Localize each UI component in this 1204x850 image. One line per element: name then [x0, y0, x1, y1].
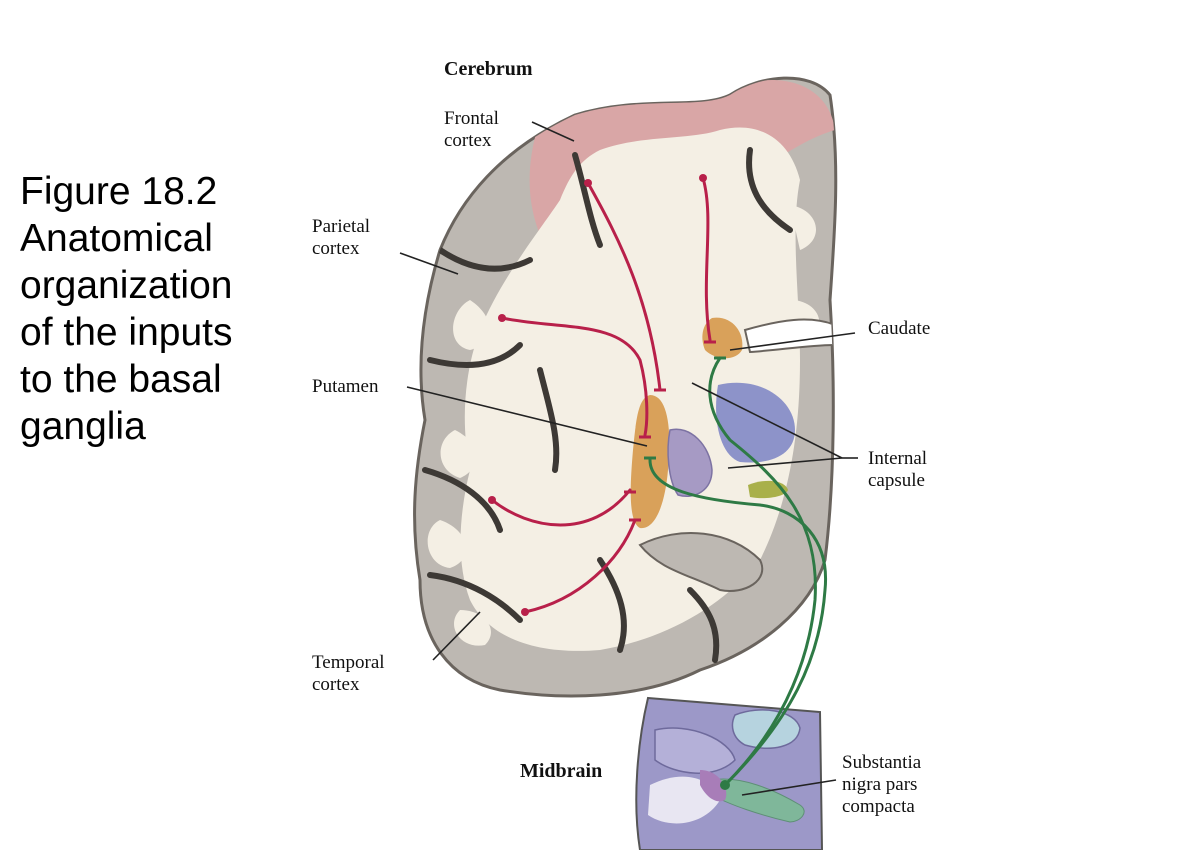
- pathway-temporal-1: [490, 488, 632, 527]
- label-caudate: Caudate: [868, 318, 931, 339]
- label-internal-capsule: Internal capsule: [868, 448, 928, 491]
- substantia-nigra-region: [711, 778, 805, 823]
- nigral-pathways: [648, 356, 828, 787]
- label-cerebrum: Cerebrum: [444, 58, 533, 80]
- nigral-terminals: [644, 356, 726, 460]
- label-putamen: Putamen: [312, 376, 379, 397]
- label-parietal-cortex: Parietal cortex: [312, 216, 371, 259]
- label-midbrain: Midbrain: [520, 760, 603, 782]
- label-temporal-cortex: Temporal cortex: [312, 652, 385, 695]
- pathway-frontal-1: [586, 181, 662, 392]
- nigral-pathway-putamen: [648, 458, 828, 787]
- globus-pallidus: [667, 428, 713, 497]
- nigral-pathway-caudate: [708, 356, 817, 787]
- caudate-nucleus: [702, 317, 743, 359]
- pathway-parietal: [500, 316, 649, 437]
- sulci: [422, 147, 793, 663]
- substantia-nigra-cell-body: [720, 780, 730, 790]
- white-matter: [460, 127, 800, 651]
- cortical-pathways: [490, 176, 712, 614]
- pathway-temporal-2: [523, 518, 637, 614]
- pathway-frontal-2: [701, 176, 712, 342]
- cortical-pathway-endpoints: [488, 174, 707, 616]
- midbrain-section: [635, 696, 824, 850]
- leader-lines: [399, 121, 858, 796]
- hippocampal-region: [638, 532, 764, 592]
- superior-colliculus: [731, 709, 801, 749]
- figure-caption: Figure 18.2 Anatomical organization of t…: [20, 170, 233, 448]
- cerebral-section: [413, 76, 838, 698]
- cortical-terminals: [624, 340, 716, 522]
- label-substantia-nigra: Substantia nigra pars compacta: [842, 752, 922, 817]
- thalamus: [716, 382, 795, 463]
- label-frontal-cortex: Frontal cortex: [444, 108, 499, 151]
